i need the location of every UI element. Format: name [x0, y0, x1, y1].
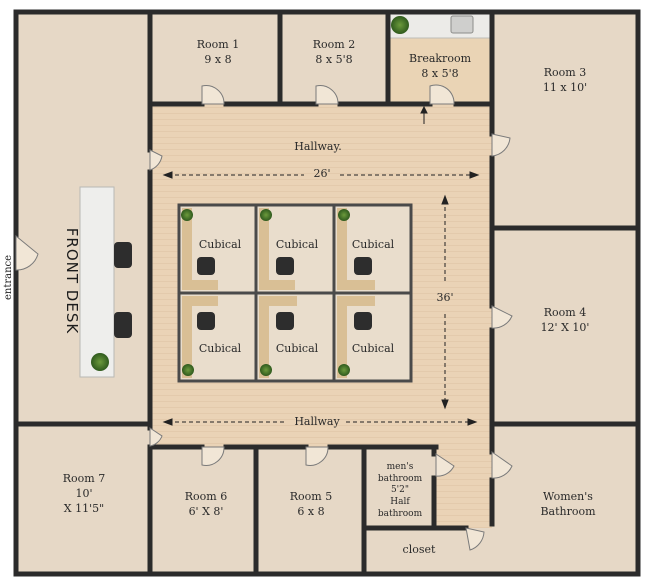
door-room3: [491, 133, 511, 157]
room1-label: Room 1 9 x 8: [190, 38, 246, 68]
hallway-top-dimension: 26': [313, 167, 331, 180]
walls: [13, 9, 641, 577]
chair-icon[interactable]: [276, 312, 294, 330]
room3-name: Room 3: [543, 66, 587, 79]
mens-line2: bathroom: [377, 473, 423, 484]
doors[interactable]: [15, 84, 513, 551]
plant-icon: [260, 209, 272, 221]
cubicle-2-furniture: [259, 208, 295, 290]
door-breakroom: [429, 84, 455, 105]
room5-size: 6 x 8: [297, 504, 325, 518]
room2-size: 8 x 5'8: [315, 52, 353, 66]
cubicle-5-furniture: [259, 296, 297, 378]
hallway-dimension-line: [162, 171, 480, 179]
room1-size: 9 x 8: [204, 52, 232, 66]
cubicle-6-furniture: [337, 296, 375, 378]
mens-line4: Half: [390, 497, 410, 508]
mens-line1: men's: [386, 462, 414, 472]
breakroom-arrow-icon: [420, 105, 428, 124]
cubicle-2-label: Cubical: [275, 238, 319, 251]
room1-name: Room 1: [196, 38, 240, 51]
door-womens: [491, 451, 513, 479]
front-desk-label: FRONT DESK: [63, 227, 81, 335]
cubicle-block: [177, 203, 413, 383]
room5-label: Room 5 6 x 8: [282, 490, 340, 520]
room3-size: 11 x 10': [542, 80, 588, 94]
cubicle-1-furniture: [181, 208, 218, 290]
cubicle-6-label: Cubical: [351, 342, 395, 355]
cubicle-furniture: [181, 208, 375, 378]
front-desk-chair-1-icon[interactable]: [114, 242, 132, 268]
door-room5: [305, 446, 329, 466]
door-lobby-top: [149, 149, 163, 171]
chair-icon[interactable]: [276, 257, 294, 275]
front-desk-chair-2-icon[interactable]: [114, 312, 132, 338]
room4-size: 12' X 10': [540, 320, 590, 334]
room7-label: Room 7 10' X 11'5": [48, 472, 120, 517]
entrance-label: entrance: [3, 254, 15, 301]
plant-icon: [260, 364, 272, 376]
cubicle-3-label: Cubical: [351, 238, 395, 251]
door-closet: [465, 527, 485, 551]
mens-line3: 5'2": [390, 485, 410, 496]
room4-name: Room 4: [543, 306, 587, 319]
sink-icon[interactable]: [450, 15, 474, 34]
hallway-bottom-label: Hallway: [294, 415, 340, 428]
breakroom-size: 8 x 5'8: [421, 66, 459, 80]
room7-name: Room 7: [62, 472, 106, 485]
womens-line1: Women's: [543, 490, 593, 503]
room2-label: Room 2 8 x 5'8: [304, 38, 364, 68]
door-entrance: [15, 234, 39, 271]
room6-size: 6' X 8': [188, 504, 224, 518]
womens-line2: Bathroom: [540, 504, 596, 518]
chair-icon[interactable]: [354, 257, 372, 275]
plant-icon: [181, 209, 193, 221]
mens-bathroom-label: men's bathroom 5'2" Half bathroom: [370, 462, 430, 520]
chair-icon[interactable]: [354, 312, 372, 330]
room3-label: Room 3 11 x 10': [530, 66, 600, 96]
room7-size-1: 10': [75, 486, 93, 500]
bottom-hallway-dimension-line: [162, 418, 478, 426]
front-desk-plant-icon: [91, 353, 109, 371]
cubicle-dimension: 36': [436, 291, 454, 304]
chair-icon[interactable]: [197, 257, 215, 275]
door-lobby-bottom: [149, 427, 163, 447]
mens-line5: bathroom: [377, 508, 423, 519]
breakroom-name: Breakroom: [408, 52, 471, 65]
room6-label: Room 6 6' X 8': [176, 490, 236, 520]
room4-label: Room 4 12' X 10': [524, 306, 606, 336]
chair-icon[interactable]: [197, 312, 215, 330]
plant-icon: [338, 364, 350, 376]
room2-name: Room 2: [312, 38, 356, 51]
plant-icon: [338, 209, 350, 221]
door-room1: [201, 85, 225, 105]
cubicle-3-furniture: [337, 208, 375, 290]
door-mens: [435, 453, 455, 477]
door-room6: [201, 446, 225, 466]
cubicle-dimension-line: [441, 194, 449, 410]
breakroom-plant-icon: [391, 16, 409, 34]
cubicle-5-label: Cubical: [275, 342, 319, 355]
plant-icon: [182, 364, 194, 376]
closet-label: closet: [402, 543, 436, 556]
front-desk: [79, 186, 132, 378]
room7-size-2: X 11'5": [63, 501, 105, 515]
cubicle-4-furniture: [182, 296, 218, 378]
room6-name: Room 6: [184, 490, 228, 503]
cubicle-4-label: Cubical: [198, 342, 242, 355]
door-room2: [315, 85, 339, 105]
womens-bathroom-label: Women's Bathroom: [530, 490, 606, 520]
door-room4: [491, 305, 513, 329]
breakroom-label: Breakroom 8 x 5'8: [404, 52, 476, 82]
cubicle-1-label: Cubical: [198, 238, 242, 251]
room5-name: Room 5: [289, 490, 333, 503]
hallway-top-label: Hallway.: [294, 140, 342, 153]
